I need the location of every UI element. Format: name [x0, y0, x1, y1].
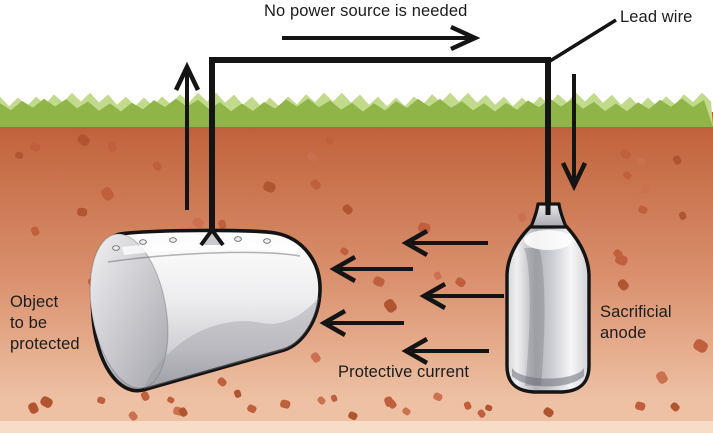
- soil-patch: [637, 157, 646, 165]
- soil-patch: [167, 396, 175, 404]
- label-sacrificial-anode: Sacrificial anode: [600, 303, 672, 343]
- soil-patch: [656, 371, 668, 384]
- soil-patch: [40, 396, 53, 408]
- soil-patch: [97, 396, 106, 405]
- soil-patch: [693, 339, 708, 353]
- soil-patch: [307, 152, 317, 162]
- soil-patch: [233, 389, 242, 398]
- current-arrow-down: [560, 74, 588, 192]
- protective-current-arrow: [401, 337, 489, 365]
- soil-patch: [140, 391, 150, 401]
- soil-patch: [402, 407, 411, 416]
- soil-patch: [77, 207, 88, 217]
- soil-patch: [383, 299, 397, 313]
- protective-current-arrow: [319, 309, 404, 337]
- tank-wire-hook: [199, 228, 225, 247]
- tank-shading: [144, 297, 319, 389]
- tank-end-cap: [89, 233, 169, 389]
- soil-patch: [217, 377, 227, 387]
- soil-patch: [330, 394, 338, 402]
- soil-patch: [30, 142, 41, 152]
- soil-patch: [433, 271, 442, 280]
- protective-current-arrow: [401, 229, 488, 257]
- label-protective-current: Protective current: [338, 363, 470, 381]
- soil-bottom-strip: [0, 421, 713, 433]
- soil-patch: [15, 151, 24, 160]
- soil-patch: [638, 205, 648, 215]
- soil-patch: [218, 219, 227, 229]
- soil-patch: [100, 187, 114, 201]
- sacrificial-anode: [505, 224, 591, 394]
- soil-patch: [310, 179, 321, 190]
- soil-patch: [418, 222, 431, 234]
- soil-patch: [317, 396, 326, 405]
- soil-patch: [280, 399, 291, 409]
- protective-current-arrows: [319, 229, 504, 365]
- label-no-power-source: No power source is needed: [264, 2, 468, 20]
- lead-wire-pointer-line: [549, 18, 617, 63]
- tank-rivets: [112, 236, 271, 251]
- soil-patch: [342, 204, 353, 215]
- soil-patch: [310, 352, 321, 363]
- soil-patch: [617, 279, 629, 291]
- soil-patch: [670, 402, 680, 412]
- soil-patches: [15, 134, 708, 421]
- protected-tank: [89, 228, 322, 393]
- anode-shadow-band: [524, 248, 545, 386]
- soil-patch: [433, 392, 443, 402]
- soil-patch: [28, 402, 39, 414]
- anode-shoulder-highlight: [524, 230, 572, 250]
- soil-patch: [463, 401, 472, 410]
- anode-base-shadow: [512, 368, 584, 387]
- soil-patch: [192, 217, 204, 229]
- soil-patch: [55, 171, 67, 182]
- label-lead-wire: Lead wire: [620, 8, 693, 26]
- grass: [0, 98, 713, 127]
- soil-patch: [247, 404, 257, 414]
- protective-current-arrow: [329, 255, 413, 283]
- soil-patch: [477, 409, 486, 418]
- soil-patch: [77, 134, 90, 147]
- soil-patch: [455, 277, 466, 288]
- soil-patch: [128, 411, 138, 421]
- soil-patch: [108, 142, 117, 152]
- soil-patch: [640, 184, 650, 194]
- soil-patch: [613, 249, 623, 259]
- anode-body: [505, 224, 591, 394]
- soil-patch: [678, 211, 687, 220]
- soil-patch: [623, 171, 632, 180]
- protective-current-arrow: [419, 282, 504, 310]
- soil-patch: [373, 276, 385, 287]
- current-arrow-up: [173, 61, 201, 210]
- soil-patch: [387, 399, 397, 409]
- soil-patch: [340, 247, 349, 256]
- soil-patch: [635, 401, 646, 411]
- soil-patch: [672, 155, 682, 165]
- label-object-to-be-protected: Object to be protected: [10, 293, 80, 354]
- soil-patch: [263, 181, 276, 193]
- lead-wire: [209, 57, 551, 233]
- soil-patch: [620, 149, 631, 160]
- soil-patch: [518, 212, 527, 222]
- soil-patch: [485, 404, 493, 412]
- tank-top-highlight: [122, 240, 299, 255]
- soil-patch: [325, 136, 334, 145]
- soil-patch: [30, 226, 40, 236]
- anode-neck-cap: [529, 202, 568, 229]
- soil-patch: [178, 407, 188, 417]
- soil-patch: [152, 161, 162, 171]
- soil-patch: [543, 407, 554, 418]
- tank-seam: [107, 251, 301, 263]
- soil-patch: [348, 411, 358, 421]
- current-arrow-right: [282, 24, 481, 52]
